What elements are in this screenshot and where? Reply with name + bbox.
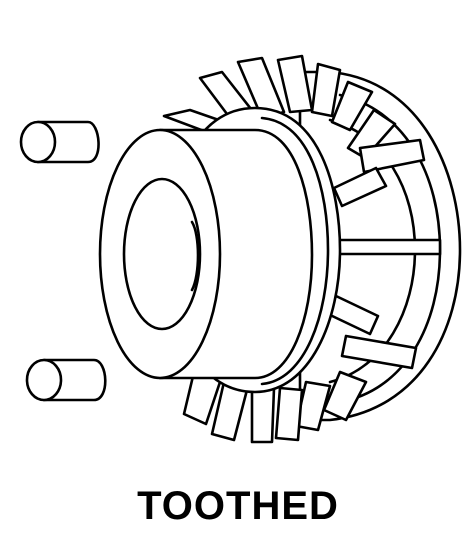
gear-tooth (274, 386, 304, 442)
gear-tooth (276, 54, 314, 114)
gear-tooth (322, 370, 368, 422)
gear-teeth (162, 54, 442, 444)
caption-label: TOOTHED (137, 484, 339, 528)
gear-tooth (310, 62, 342, 118)
pin-upper (19, 120, 100, 164)
gear-tooth (332, 166, 388, 208)
gear-tooth (250, 386, 276, 444)
gear-tooth (330, 80, 374, 132)
pin-lower (25, 358, 107, 402)
gear-tooth (340, 334, 418, 370)
hub-bore (122, 177, 202, 331)
gear-tooth (358, 138, 426, 174)
toothed-gear-illustration (19, 54, 462, 444)
hub-cylinder (98, 128, 314, 380)
gear-tooth (328, 238, 442, 256)
gear-tooth (236, 56, 286, 120)
